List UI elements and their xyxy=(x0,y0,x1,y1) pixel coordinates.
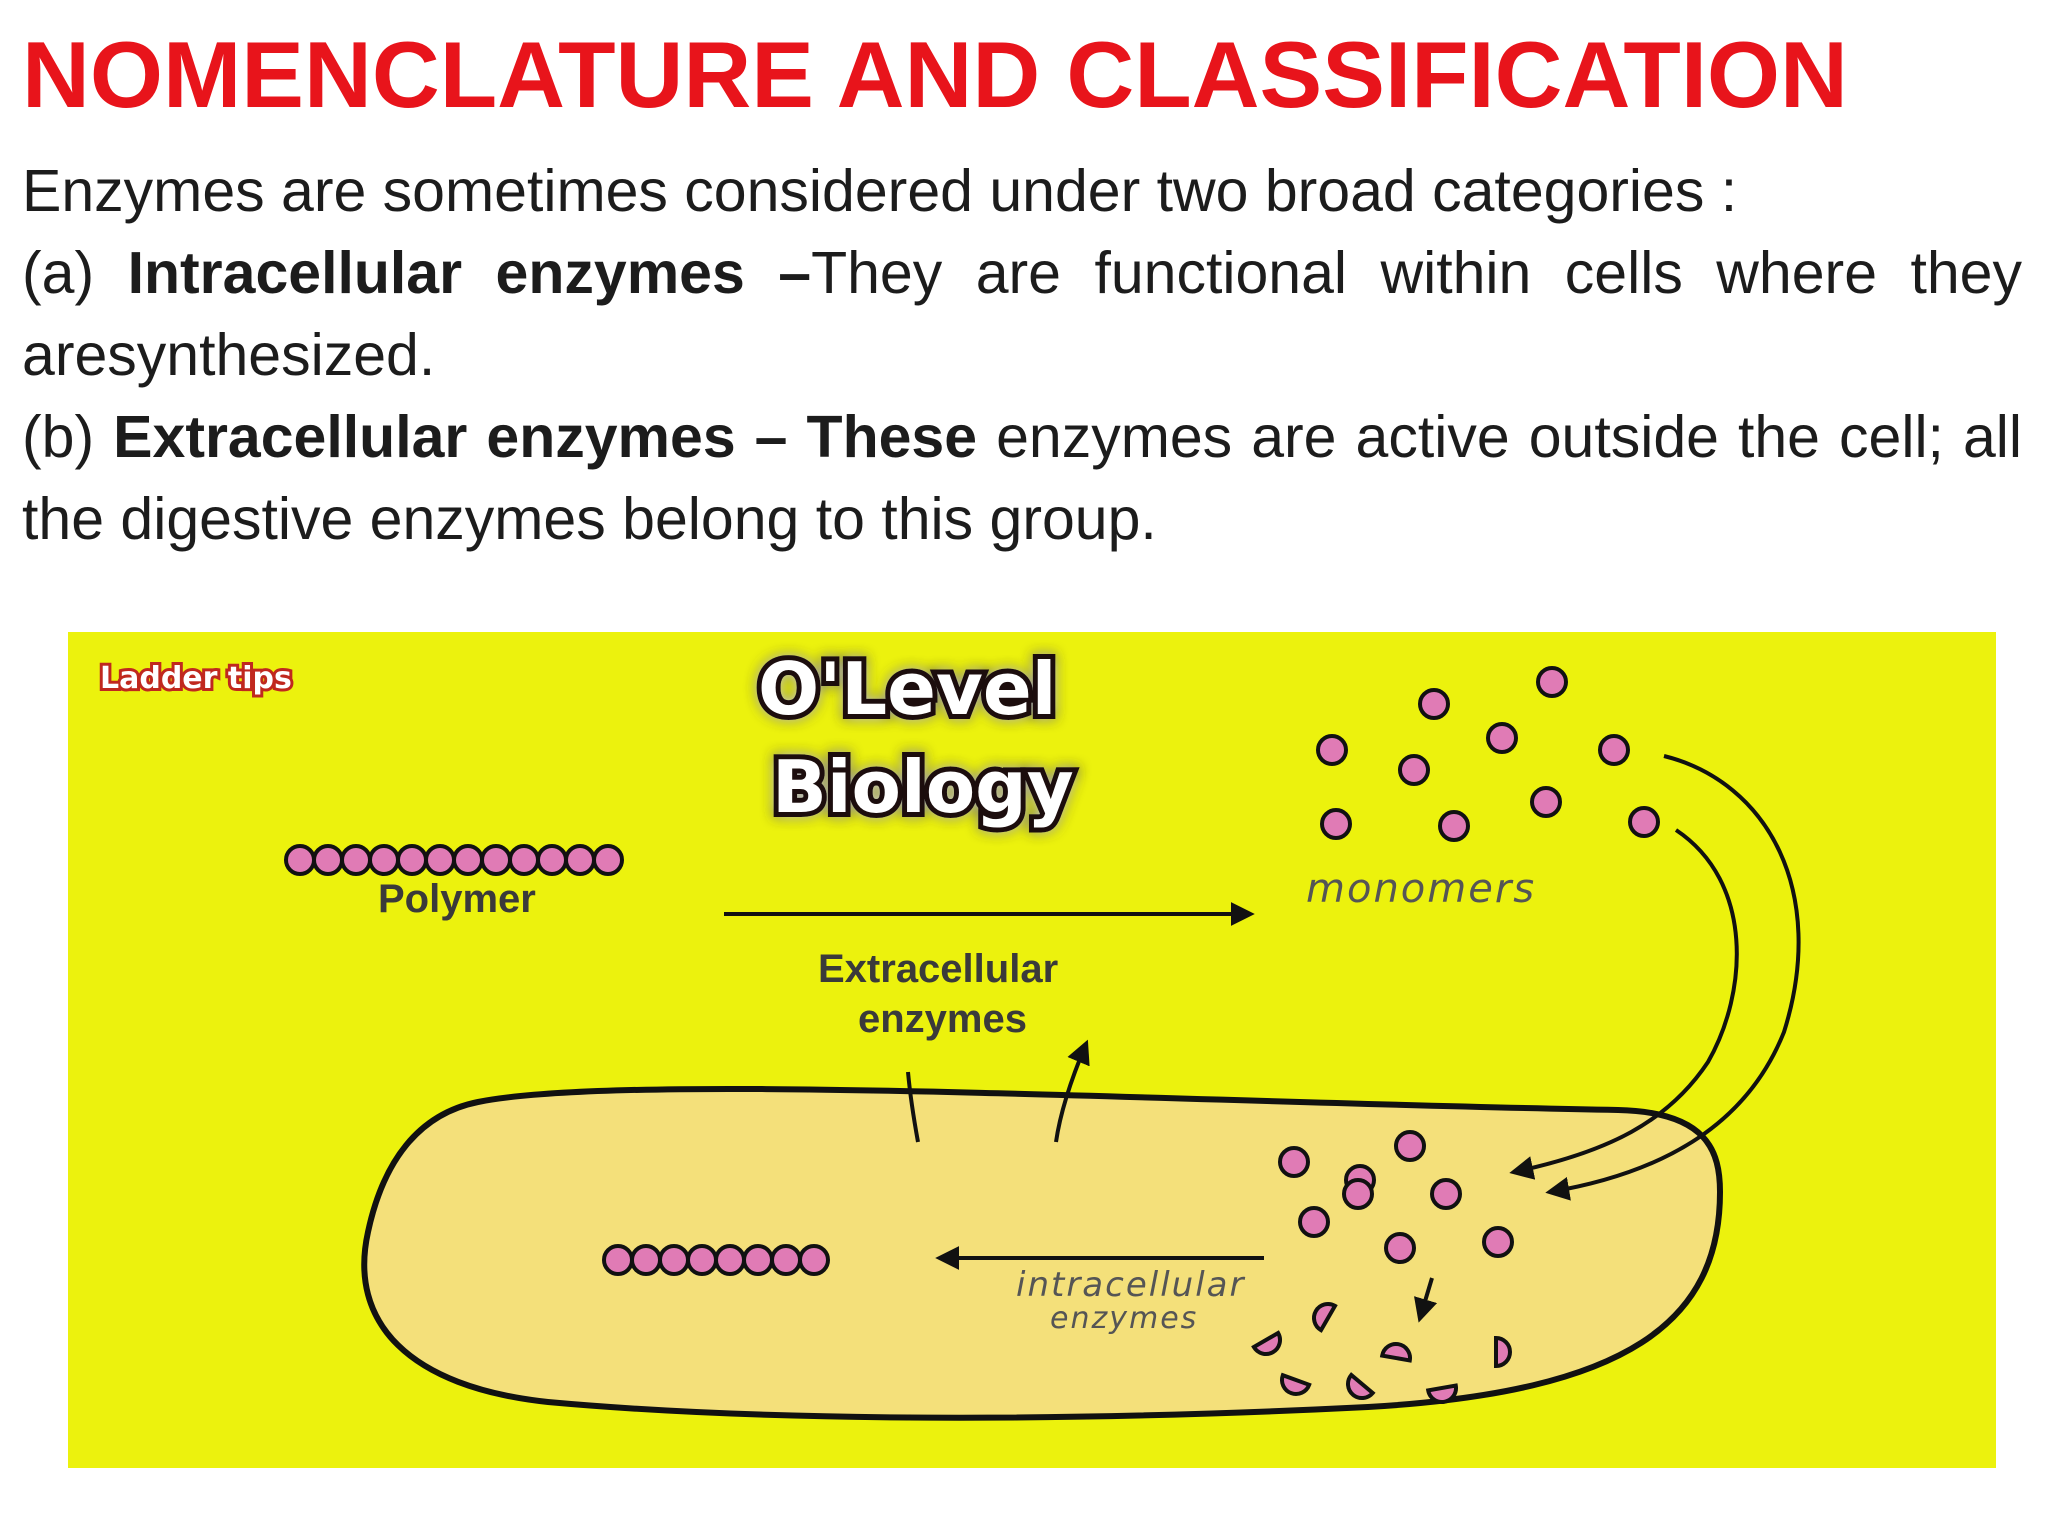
intracellular-polymer-chain xyxy=(602,1244,830,1276)
fragment-piece xyxy=(1251,1330,1282,1356)
polymer-bead xyxy=(480,844,512,876)
uptake-arrow-inner xyxy=(1509,828,1739,1180)
intracellular-polymer-bead xyxy=(686,1244,718,1276)
monomer-bead xyxy=(1418,688,1450,720)
fragment-piece xyxy=(1379,1342,1412,1363)
polymer-chain xyxy=(284,844,624,876)
fragment-piece xyxy=(1494,1335,1512,1369)
polymer-bead xyxy=(284,844,316,876)
item-a-prefix: (a) xyxy=(22,240,128,306)
intracellular-polymer-bead xyxy=(742,1244,774,1276)
logo-line-1: O'Level xyxy=(758,647,1056,731)
intracellular-polymer-bead xyxy=(714,1244,746,1276)
intracellular-monomer-bead xyxy=(1342,1178,1374,1210)
item-a-text: They are functional within cells where t… xyxy=(22,240,2022,388)
monomer-bead xyxy=(1536,666,1568,698)
intracellular-monomer-bead xyxy=(1278,1146,1310,1178)
intracellular-polymer-bead xyxy=(658,1244,690,1276)
monomer-bead xyxy=(1438,810,1470,842)
polymer-bead xyxy=(592,844,624,876)
secretion-arrow-left xyxy=(906,1071,920,1143)
monomer-bead xyxy=(1486,722,1518,754)
logo-line-2: Biology xyxy=(772,745,1074,829)
monomer-bead xyxy=(1320,808,1352,840)
polymer-bead xyxy=(452,844,484,876)
monomer-bead xyxy=(1316,734,1348,766)
monomers-label: monomers xyxy=(1306,866,1536,912)
intracellular-polymer-bead xyxy=(770,1244,802,1276)
polymer-bead xyxy=(312,844,344,876)
extracellular-paragraph: (b) Extracellular enzymes – These enzyme… xyxy=(22,396,2022,560)
item-b-prefix: (b) xyxy=(22,404,114,470)
intracellular-polymer-bead xyxy=(630,1244,662,1276)
item-b-text: enzymes are active outside the cell; all… xyxy=(22,404,2023,552)
monomer-fragments xyxy=(1251,1302,1512,1404)
slide-title: NOMENCLATURE AND CLASSIFICATION xyxy=(22,22,1848,127)
extracellular-label-line-2: enzymes xyxy=(858,997,1027,1041)
item-b-term: Extracellular enzymes – These xyxy=(113,404,978,470)
intracellular-monomer-bead xyxy=(1394,1130,1426,1162)
monomer-bead xyxy=(1628,806,1660,838)
polymer-bead xyxy=(368,844,400,876)
monomers-cluster xyxy=(1316,666,1660,842)
polymer-label: Polymer xyxy=(378,877,536,921)
monomer-bead xyxy=(1530,786,1562,818)
intracellular-polymer-bead xyxy=(798,1244,830,1276)
polymer-bead xyxy=(424,844,456,876)
monomer-bead xyxy=(1598,734,1630,766)
intracellular-label-line-2: enzymes xyxy=(1050,1301,1198,1336)
intracellular-monomer-bead xyxy=(1482,1226,1514,1258)
fragment-piece xyxy=(1312,1302,1338,1333)
intracellular-monomers xyxy=(1278,1130,1514,1264)
breakdown-arrow xyxy=(1414,1277,1438,1323)
intracellular-paragraph: (a) Intracellular enzymes –They are func… xyxy=(22,232,2022,396)
polymer-bead xyxy=(536,844,568,876)
secretion-arrow-right xyxy=(1054,1039,1090,1143)
polymer-bead xyxy=(564,844,596,876)
body-text: Enzymes are sometimes considered under t… xyxy=(22,150,2022,560)
fragment-piece xyxy=(1346,1372,1376,1400)
intracellular-monomer-bead xyxy=(1298,1206,1330,1238)
intracellular-label-line-1: intracellular xyxy=(1016,1265,1245,1305)
intracellular-monomer-bead xyxy=(1384,1232,1416,1264)
enzyme-diagram: Ladder tips O'Level Biology Polymer mono… xyxy=(68,632,1996,1468)
item-a-term: Intracellular enzymes – xyxy=(127,240,812,306)
fragment-piece xyxy=(1280,1372,1312,1396)
polymer-bead xyxy=(396,844,428,876)
intracellular-polymer-bead xyxy=(602,1244,634,1276)
polymer-bead xyxy=(508,844,540,876)
watermark-text: Ladder tips xyxy=(100,661,292,696)
polymer-bead xyxy=(340,844,372,876)
extracellular-label-line-1: Extracellular xyxy=(818,947,1058,991)
intro-paragraph: Enzymes are sometimes considered under t… xyxy=(22,158,1738,224)
fragment-piece xyxy=(1425,1383,1458,1404)
uptake-arrow-outer xyxy=(1545,754,1801,1201)
monomer-bead xyxy=(1398,754,1430,786)
cell-outline xyxy=(361,1085,1724,1421)
olevel-biology-logo: O'Level Biology xyxy=(753,642,1079,834)
intracellular-monomer-bead xyxy=(1430,1178,1462,1210)
